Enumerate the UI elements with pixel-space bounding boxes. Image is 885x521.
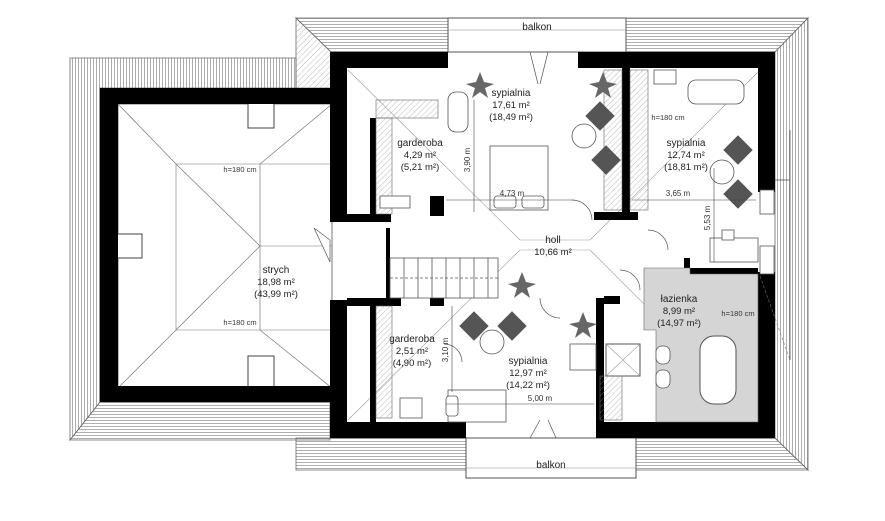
labels: balkon balkon strych 18,98 m² (43,99 m²)… [223,22,754,471]
wardrobe-shelves [375,69,649,421]
room-strych-height-top: h=180 cm [223,165,256,174]
room-sypialnia-top-area-total: (18,49 m²) [489,112,533,123]
room-sypialnia-bottom-area-total: (14,22 m²) [506,380,550,391]
room-lazienka-area-total: (14,97 m²) [657,318,701,329]
room-holl-name: holl [545,235,561,246]
bathroom-floor [605,267,791,423]
room-strych-height-bottom: h=180 cm [223,318,256,327]
plant-icons [466,72,617,338]
room-sypialnia-right-name: sypialnia [667,138,706,149]
room-garderoba-bottom-name: garderoba [389,334,435,345]
dimension-500: 5,00 m [528,394,553,403]
dimension-365: 3,65 m [666,189,691,198]
door-swings [313,51,669,439]
attic-area [107,95,333,393]
room-garderoba-bottom-area-total: (4,90 m²) [393,358,432,369]
room-sypialnia-top-area: 17,61 m² [492,100,530,111]
room-garderoba-bottom-area: 2,51 m² [396,346,428,357]
room-garderoba-top-name: garderoba [397,138,443,149]
room-sypialnia-bottom-area: 12,97 m² [509,368,547,379]
walls [100,52,775,438]
balcony-bottom [465,437,637,479]
dimension-310: 3,10 m [441,337,450,362]
room-strych-area: 18,98 m² [257,277,295,288]
balcony-bottom-label: balkon [536,460,565,471]
room-sypialnia-right-area: 12,74 m² [667,150,705,161]
room-holl-area: 10,66 m² [534,247,572,258]
windows [759,130,791,360]
dimension-553: 5,53 m [703,205,712,230]
staircase [389,257,499,299]
room-sypialnia-right-height: h=180 cm [651,113,684,122]
dimension-lines [446,100,756,405]
room-sypialnia-top-name: sypialnia [492,88,531,99]
room-lazienka-area: 8,99 m² [663,306,695,317]
dimension-473: 4,73 m [500,189,525,198]
furniture [379,69,759,423]
dimension-390: 3,90 m [463,147,472,172]
room-garderoba-top-area-total: (5,21 m²) [401,162,440,173]
room-garderoba-top-area: 4,29 m² [404,150,436,161]
balcony-top [447,17,627,53]
room-sypialnia-bottom-name: sypialnia [509,356,548,367]
roof-eaves [69,17,809,471]
room-lazienka-height: h=180 cm [721,309,754,318]
room-sypialnia-right-area-total: (18,81 m²) [664,162,708,173]
room-strych-area-total: (43,99 m²) [254,289,298,300]
room-strych-name: strych [263,265,290,276]
room-lazienka-name: łazienka [661,294,698,305]
balcony-top-label: balkon [522,22,551,33]
